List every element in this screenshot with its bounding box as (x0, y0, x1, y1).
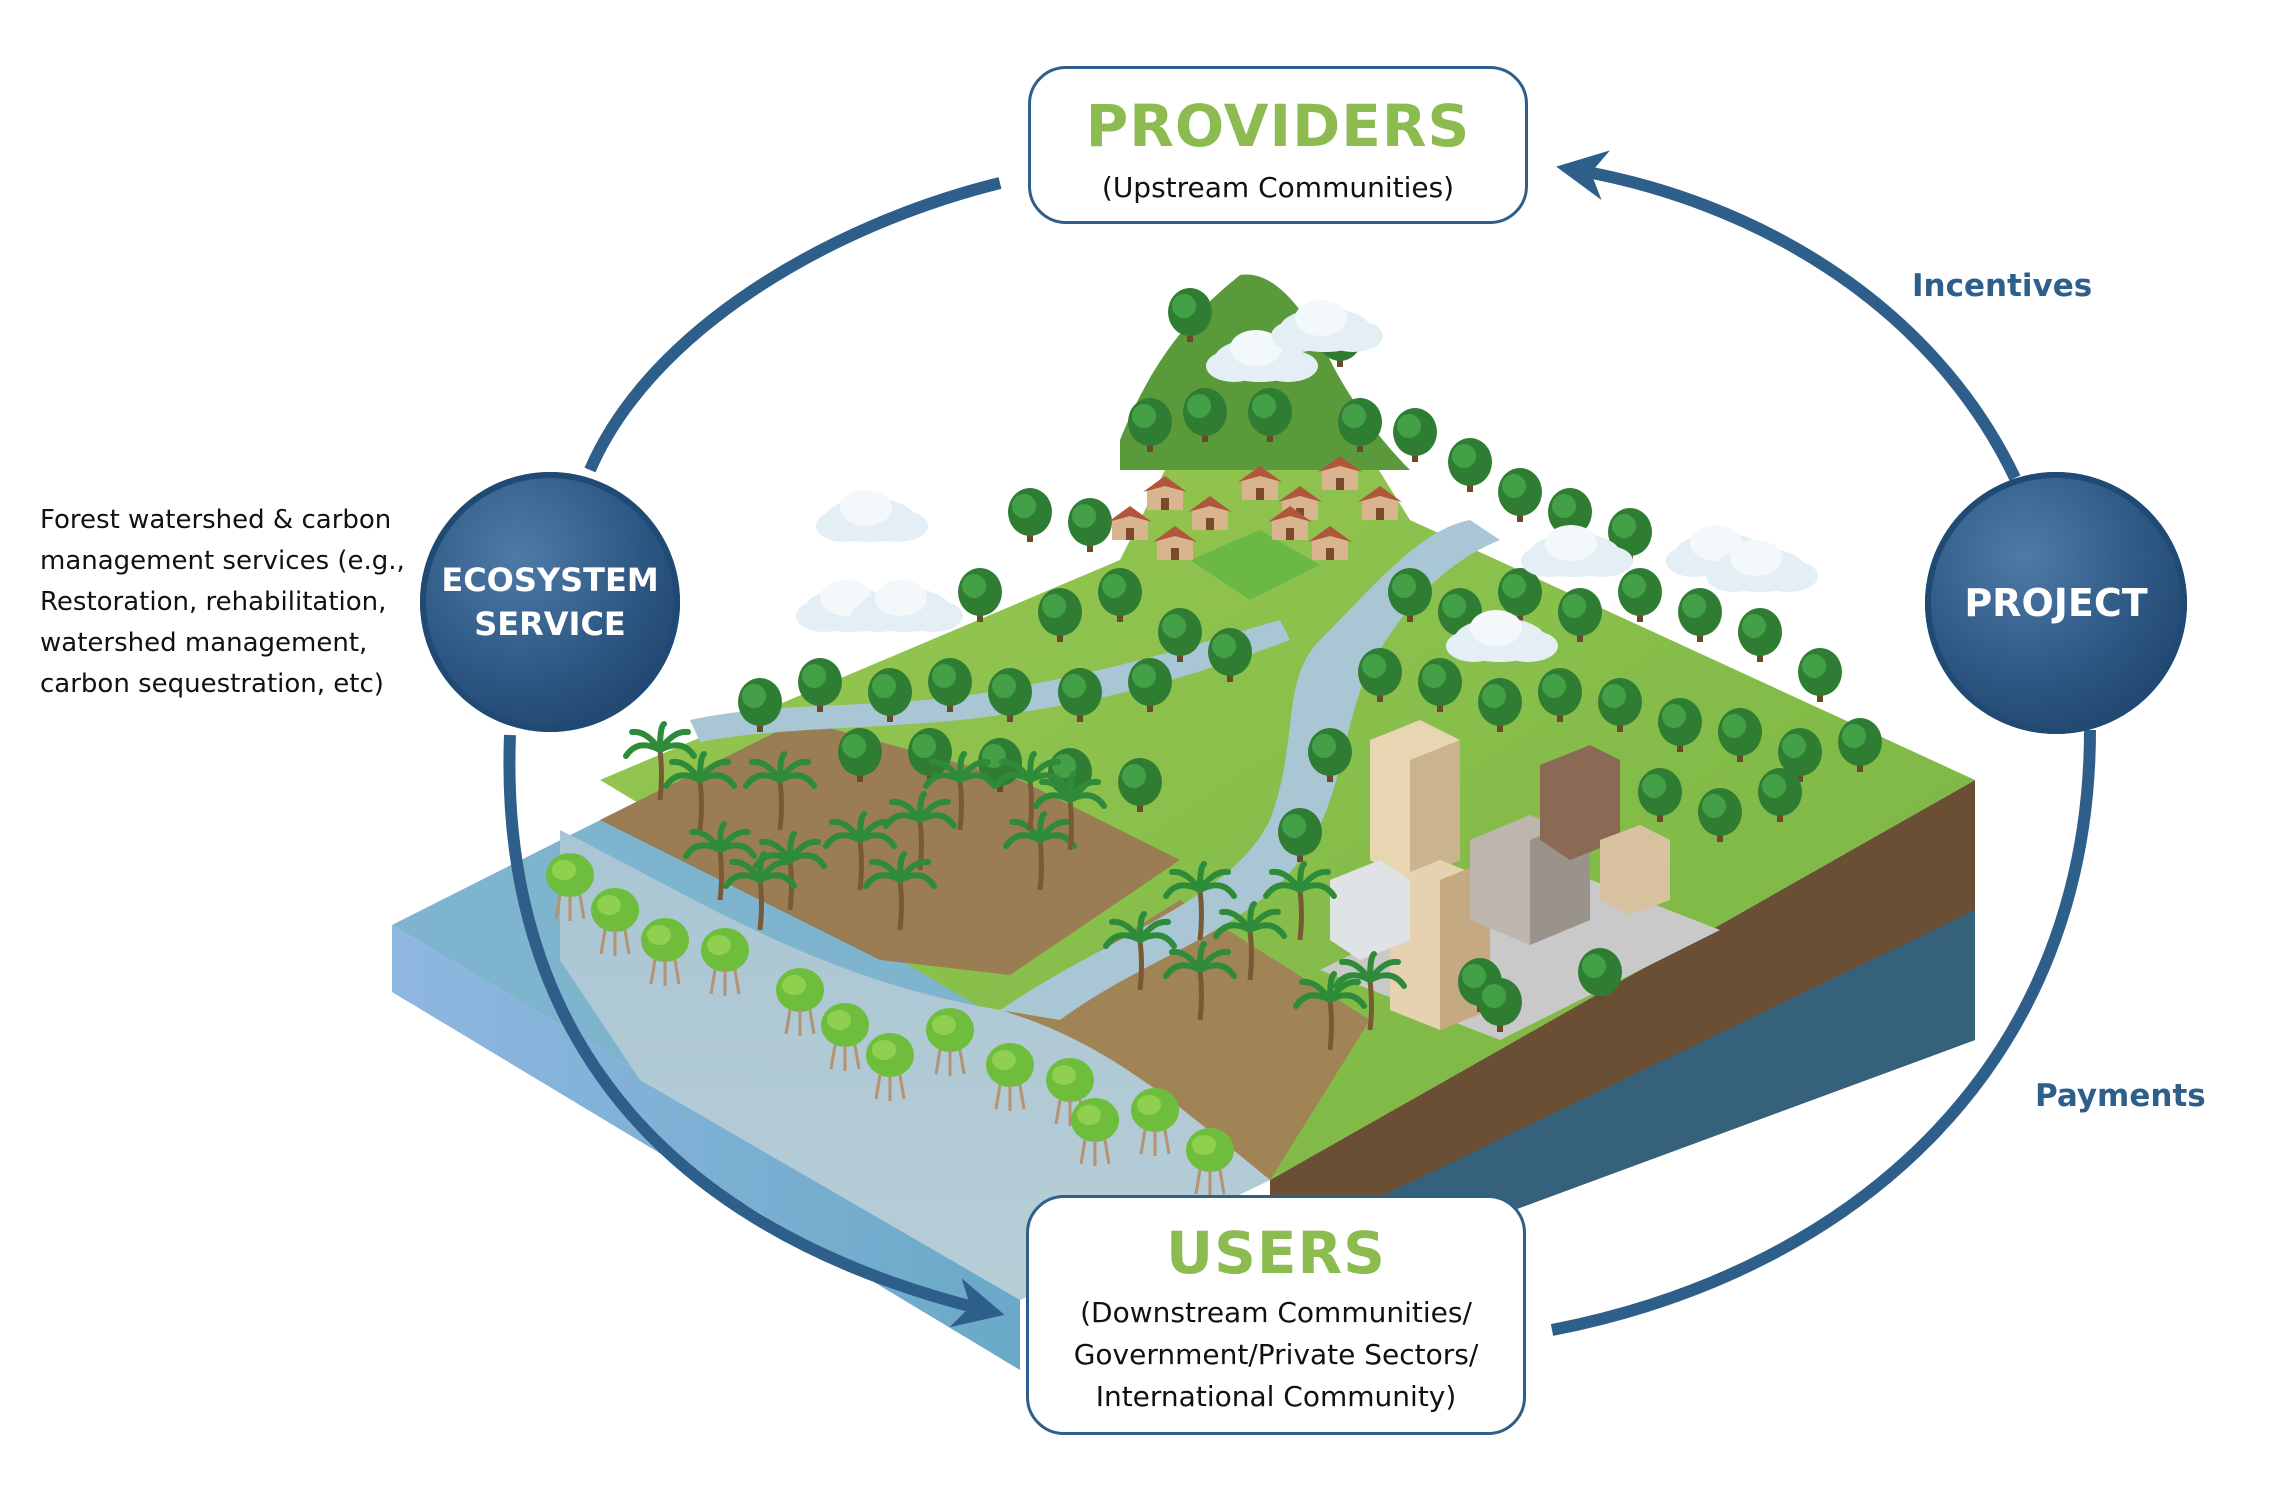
ecosystem-description-line: management services (e.g., (40, 546, 405, 576)
providers-box: PROVIDERS (Upstream Communities) (1028, 66, 1528, 224)
arrow-ecosystem-to-users (503, 734, 1005, 1328)
river (1000, 520, 1500, 1020)
users-subtitle-line: Government/Private Sectors/ (1073, 1338, 1479, 1371)
ecosystem-service-node: ECOSYSTEM SERVICE (420, 472, 680, 732)
ecosystem-description: Forest watershed & carbon management ser… (40, 500, 420, 705)
users-subtitle-line: International Community) (1095, 1380, 1457, 1413)
users-subtitle: (Downstream Communities/ Government/Priv… (1029, 1292, 1523, 1418)
arrow-project-to-providers (1556, 150, 2021, 481)
city (1320, 720, 1720, 1040)
ecosystem-label-line: SERVICE (474, 605, 626, 643)
providers-title: PROVIDERS (1085, 92, 1471, 160)
arrow-users-to-project (1550, 729, 2096, 1336)
incentives-label: Incentives (1912, 268, 2093, 304)
users-box: USERS (Downstream Communities/ Governmen… (1026, 1195, 1526, 1435)
ecosystem-description-line: Forest watershed & carbon (40, 505, 392, 535)
cycle-arrows (503, 150, 2096, 1336)
building-icon (1330, 720, 1670, 1030)
rice-field (1190, 530, 1320, 600)
ecosystem-description-line: watershed management, (40, 628, 368, 658)
providers-subtitle: (Upstream Communities) (1101, 171, 1455, 204)
payments-label: Payments (2035, 1078, 2206, 1114)
tributary (690, 620, 1290, 742)
arrow-providers-to-ecosystem (584, 177, 1002, 473)
users-subtitle-line: (Downstream Communities/ (1080, 1296, 1472, 1329)
users-title: USERS (1166, 1219, 1386, 1287)
ecosystem-description-line: carbon sequestration, etc) (40, 669, 384, 699)
project-label: PROJECT (1964, 581, 2148, 625)
ecosystem-label-line: ECOSYSTEM (441, 561, 659, 599)
ecosystem-description-line: Restoration, rehabilitation, (40, 587, 387, 617)
sea-front-face (392, 925, 1020, 1370)
project-node: PROJECT (1925, 472, 2187, 734)
